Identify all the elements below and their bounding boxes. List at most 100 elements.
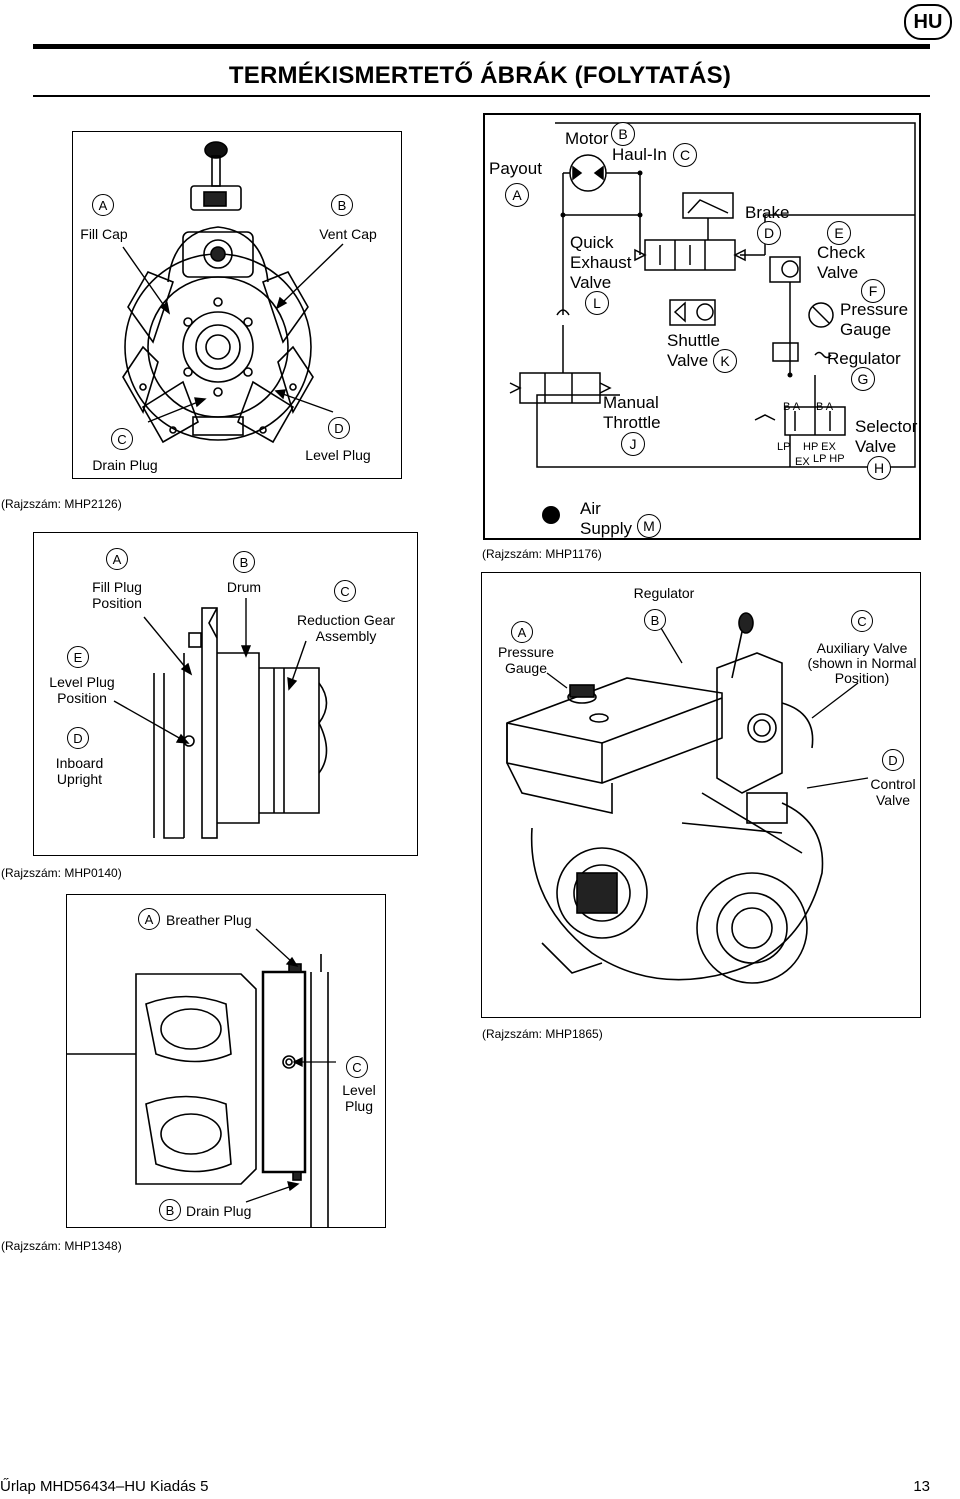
label-c-circle: C [851, 610, 873, 632]
inboard-upright-line1: Inboard [55, 755, 104, 771]
label-c-circle: C [334, 580, 356, 602]
page-number: 13 [913, 1478, 930, 1495]
control-valve-line2: Valve [876, 792, 910, 808]
figure-mhp2126: A Fill Cap B Vent Cap C Drain Plug D Lev… [72, 131, 402, 479]
label-a-circle: A [92, 194, 114, 216]
label-a-circle: A [511, 621, 533, 643]
brake-label: Brake [745, 203, 790, 222]
level-plug-position-line2: Position [57, 690, 107, 706]
label-d-circle: D [67, 727, 89, 749]
caption-mhp1865: (Rajzszám: MHP1865) [482, 1027, 603, 1041]
quick-exhaust-line2: Exhaust [570, 253, 632, 272]
air-supply-line1: Air [580, 499, 601, 518]
regulator-label: Regulator [633, 585, 695, 601]
pressure-letter: F [861, 279, 885, 303]
check-valve-line1: Check [817, 243, 866, 262]
pressure-gauge-line1: Pressure [840, 300, 909, 319]
regulator-letter: G [851, 367, 875, 391]
motor-front-drawing [122, 141, 344, 444]
label-b-circle: B [331, 194, 353, 216]
label-a-circle: A [138, 908, 160, 930]
check-valve-line2: Valve [817, 263, 859, 282]
fill-plug-position-line2: Position [92, 595, 142, 611]
motor-letter: B [611, 122, 635, 146]
language-badge: HU [904, 4, 952, 40]
caption-mhp1176: (Rajzszám: MHP1176) [482, 547, 602, 561]
pressure-gauge-line1: Pressure [497, 644, 555, 660]
label-c-circle: C [346, 1056, 368, 1078]
label-d-circle: D [328, 417, 350, 439]
figure-mhp1348: A Breather Plug C Level Plug B Drain Plu… [66, 894, 386, 1228]
quick-exhaust-line3: Valve [570, 273, 612, 292]
port-lp: LP [777, 441, 791, 453]
top-rule [33, 44, 930, 49]
figure-mhp0140: A Fill Plug Position B Drum C Reduction … [33, 532, 418, 856]
label-b-circle: B [233, 551, 255, 573]
motor-isometric-drawing [506, 612, 869, 984]
auxiliary-valve-line3: Position) [834, 670, 890, 686]
payout-letter: A [505, 183, 529, 207]
pressure-gauge-line2: Gauge [504, 660, 548, 676]
footer-form-number: Űrlap MHD56434–HU Kiadás 5 [0, 1478, 209, 1495]
gearbox-side-drawing [66, 928, 336, 1228]
port-hp-ex: HP EX [803, 441, 836, 453]
port-ba-1: B A [783, 401, 801, 413]
level-plug-line1: Level [342, 1082, 376, 1098]
figure-mhp1176: Payout A Motor B Haul-In C Brake D E Che… [483, 113, 921, 540]
label-b-circle: B [159, 1199, 181, 1221]
air-letter: M [637, 514, 661, 538]
selector-valve-line2: Valve [855, 437, 897, 456]
control-valve-line1: Control [870, 776, 916, 792]
drum-section-drawing [113, 598, 328, 839]
port-ex: EX [795, 456, 810, 468]
pressure-gauge-line2: Gauge [840, 320, 892, 339]
label-a-circle: A [106, 548, 128, 570]
motor-label: Motor [565, 129, 609, 148]
air-supply-line2: Supply [580, 519, 632, 538]
level-plug-line2: Plug [344, 1098, 374, 1114]
label-d-circle: D [882, 749, 904, 771]
manual-throttle-line1: Manual [603, 393, 659, 412]
caption-mhp0140: (Rajzszám: MHP0140) [1, 866, 122, 880]
regulator-label: Regulator [827, 349, 901, 368]
label-b-circle: B [644, 609, 666, 631]
haul-in-letter: C [673, 143, 697, 167]
auxiliary-valve-line2: (shown in Normal [807, 655, 917, 671]
auxiliary-valve-line1: Auxiliary Valve [816, 640, 908, 656]
payout-label: Payout [489, 159, 542, 178]
pneumatic-schematic [509, 122, 916, 524]
fill-plug-position-line1: Fill Plug [92, 579, 142, 595]
manual-throttle-line2: Throttle [603, 413, 661, 432]
shuttle-valve-line2: Valve [667, 351, 709, 370]
drum-label: Drum [226, 579, 262, 595]
level-plug-label: Level Plug [305, 447, 371, 463]
title-rule [33, 95, 930, 97]
haul-in-label: Haul-In [612, 145, 667, 164]
manual-letter: J [621, 432, 645, 456]
label-e-circle: E [67, 646, 89, 668]
figure-mhp1865: Regulator B A Pressure Gauge C Auxiliary… [481, 572, 921, 1018]
caption-mhp2126: (Rajzszám: MHP2126) [1, 497, 122, 511]
shuttle-letter: K [713, 349, 737, 373]
inboard-upright-line2: Upright [56, 771, 103, 787]
drain-plug-label: Drain Plug [92, 457, 158, 473]
check-letter: E [827, 221, 851, 245]
caption-mhp1348: (Rajzszám: MHP1348) [1, 1239, 122, 1253]
port-ba-2: B A [816, 401, 834, 413]
selector-letter: H [867, 456, 891, 480]
drain-plug-label: Drain Plug [186, 1203, 252, 1219]
breather-plug-label: Breather Plug [166, 912, 252, 928]
fill-cap-label: Fill Cap [80, 226, 128, 242]
selector-valve-line1: Selector [855, 417, 918, 436]
vent-cap-label: Vent Cap [319, 226, 377, 242]
label-c-circle: C [111, 428, 133, 450]
level-plug-position-line1: Level Plug [49, 674, 115, 690]
reduction-gear-line2: Assembly [315, 628, 377, 644]
port-lp-hp: LP HP [813, 453, 845, 465]
figure-border [66, 894, 386, 1228]
reduction-gear-line1: Reduction Gear [296, 612, 396, 628]
brake-letter: D [757, 221, 781, 245]
quick-exhaust-line1: Quick [570, 233, 614, 252]
quick-letter: L [585, 291, 609, 315]
page-title: TERMÉKISMERTETŐ ÁBRÁK (FOLYTATÁS) [228, 62, 732, 89]
